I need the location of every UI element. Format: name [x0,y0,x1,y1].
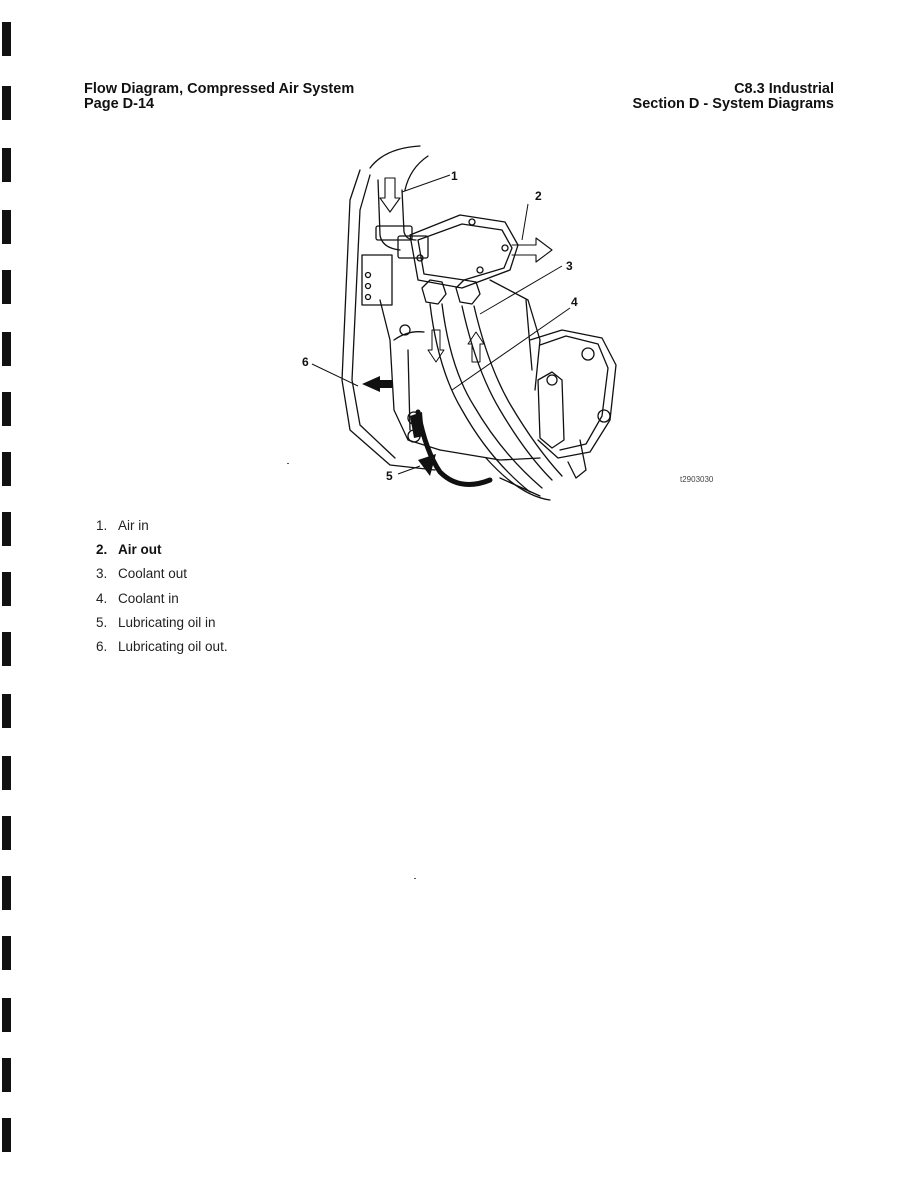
callout-2: 2 [535,189,542,203]
callout-leader [451,307,571,391]
callout-1: 1 [451,169,458,183]
binding-mark [2,512,11,546]
header-left: Flow Diagram, Compressed Air System Page… [84,82,354,112]
legend-item-label: Lubricating oil in [118,614,216,630]
binding-mark [2,572,11,606]
binding-mark [2,694,11,728]
legend-item-number: 3. [96,566,108,582]
binding-mark [2,210,11,244]
callout-6: 6 [302,355,309,369]
legend-item-number: 5. [96,614,108,630]
callout-leader [521,203,529,241]
legend-item-number: 4. [96,590,108,606]
page-number: Page D-14 [84,96,155,112]
figure-code: t2903030 [680,475,714,484]
legend-item-label: Coolant out [118,566,188,582]
legend-item: 1. Air in [96,514,228,538]
binding-mark [2,756,11,790]
binding-mark [2,148,11,182]
legend-item: 5. Lubricating oil in [96,611,228,635]
binding-mark [2,1118,11,1152]
legend-item-number: 1. [96,518,108,533]
binding-mark [2,632,11,666]
binding-mark [2,936,11,970]
oil-out-arrow-icon [362,376,392,392]
binding-mark [2,86,11,120]
compressor-flow-diagram: 1 2 3 4 5 6 t2903030 [290,140,730,510]
callout-leader [311,363,359,387]
binding-mark [2,452,11,486]
compressor-illustration: 1 2 3 4 5 6 t2903030 [302,145,714,501]
legend-item-label: Coolant in [118,590,179,606]
binding-mark [2,876,11,910]
binding-mark [2,332,11,366]
legend-item: 2. Air out [96,538,228,562]
scan-speck [414,878,416,879]
legend-item-number: 2. [96,542,108,558]
document-title: Flow Diagram, Compressed Air System [84,81,355,97]
binding-mark [2,270,11,304]
binding-mark [2,1058,11,1092]
legend-item: 4. Coolant in [96,587,228,611]
legend-item-label: Air in [118,518,149,533]
binding-mark [2,22,11,56]
callout-leader [397,465,421,475]
callout-4: 4 [571,295,578,309]
section-title: Section D - System Diagrams [632,96,834,112]
legend-item-label: Lubricating oil out. [118,639,228,655]
scan-speck [287,463,289,464]
callout-5: 5 [386,469,393,483]
binding-mark [2,998,11,1032]
binding-marks [0,0,16,1188]
header-right: C8.3 Industrial Section D - System Diagr… [633,82,834,112]
callout-leader [479,265,563,315]
legend-item: 6. Lubricating oil out. [96,635,228,659]
oil-in-arrow-icon [418,454,436,476]
legend-item-number: 6. [96,639,108,655]
binding-mark [2,816,11,850]
callout-3: 3 [566,259,573,273]
legend-item: 3. Coolant out [96,562,228,586]
callout-leader [401,174,451,193]
binding-mark [2,392,11,426]
legend-item-label: Air out [118,542,162,558]
engine-model: C8.3 Industrial [734,81,834,97]
legend-list: 1. Air in 2. Air out 3. Coolant out 4. C… [96,514,228,659]
